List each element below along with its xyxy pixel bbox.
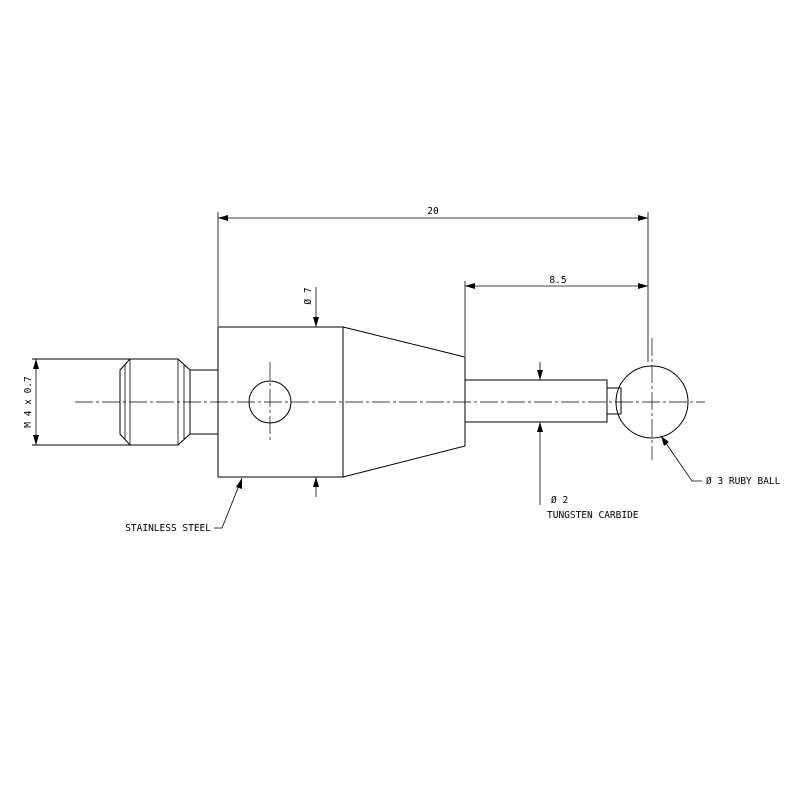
dimension-thread: M 4 x 0.7 — [23, 359, 39, 445]
dimension-tip-length: 8.5 — [464, 275, 648, 356]
stem-diameter-label: Ø 2 — [551, 495, 568, 506]
ruby-ball — [615, 365, 689, 439]
thread-label: M 4 x 0.7 — [23, 376, 34, 427]
tip-length-label: 8.5 — [549, 275, 566, 286]
body-diameter-label: Ø 7 — [303, 287, 314, 304]
callout-stainless-steel: STAINLESS STEEL — [125, 477, 243, 534]
dimension-body-diameter: Ø 7 — [303, 287, 319, 497]
dimension-overall-length: 20 — [217, 206, 649, 362]
stainless-body — [217, 326, 344, 478]
callout-ruby-ball: Ø 3 RUBY BALL — [660, 435, 781, 487]
overall-length-label: 20 — [427, 206, 439, 217]
dimension-stem-diameter — [537, 362, 543, 505]
stem-material-label: TUNGSTEN CARBIDE — [547, 510, 639, 521]
callout-tungsten-carbide: Ø 2 TUNGSTEN CARBIDE — [547, 495, 639, 521]
carbide-stem — [464, 379, 622, 423]
body-material-label: STAINLESS STEEL — [125, 523, 211, 534]
ball-label: Ø 3 RUBY BALL — [706, 476, 781, 487]
